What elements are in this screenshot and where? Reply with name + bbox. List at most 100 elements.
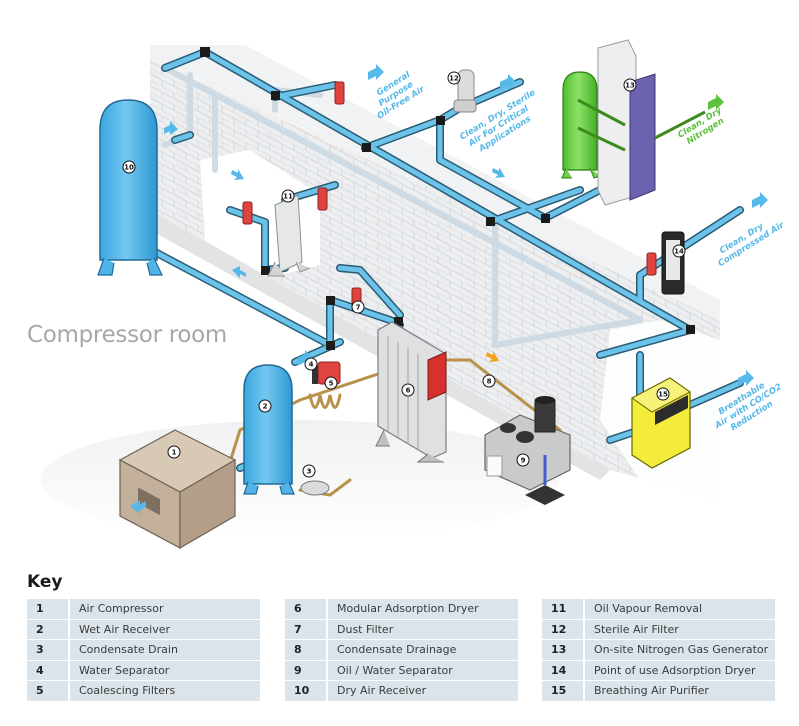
key-number: 1	[27, 599, 70, 619]
svg-text:15: 15	[658, 391, 668, 399]
wet-air-receiver	[243, 364, 295, 495]
air-compressor	[118, 429, 237, 550]
badge-2: 2	[258, 399, 272, 413]
compressed-air-system-diagram: General Purpose Oil-Free Air Clean, Dry,…	[40, 39, 787, 550]
key-title: Key	[27, 572, 63, 592]
svg-text:10: 10	[124, 164, 134, 172]
arrow-icon	[164, 121, 178, 135]
svg-text:3: 3	[307, 468, 312, 476]
svg-text:13: 13	[625, 82, 635, 90]
air-pipes	[151, 47, 744, 472]
svg-text:4: 4	[309, 361, 314, 369]
key-label: Oil Vapour Removal	[585, 599, 775, 619]
badge-1: 1	[167, 445, 181, 459]
arrow-icon	[492, 167, 505, 178]
arrow-icon	[368, 64, 384, 80]
nitrogen-generator	[561, 39, 706, 206]
key-label: Point of use Adsorption Dryer	[585, 660, 775, 680]
svg-text:5: 5	[329, 380, 334, 388]
key-label: Condensate Drainage	[328, 640, 518, 660]
key-label: Coalescing Filters	[70, 681, 260, 701]
badge-12: 12	[447, 71, 461, 85]
svg-text:14: 14	[674, 248, 684, 256]
key-label: Dry Air Receiver	[328, 681, 518, 701]
arrow-icon	[752, 192, 768, 208]
key-label: Water Separator	[70, 660, 260, 680]
badge-11: 11	[281, 189, 295, 203]
badge-7: 7	[351, 300, 365, 314]
badge-9: 9	[516, 453, 530, 467]
key-number: 11	[542, 599, 585, 619]
arrow-icon	[231, 169, 244, 180]
key-number: 6	[285, 599, 328, 619]
arrow-icon	[708, 94, 724, 110]
key-number: 3	[27, 640, 70, 660]
compressor-room-label: Compressor room	[27, 322, 228, 348]
badge-13: 13	[623, 78, 637, 92]
svg-text:8: 8	[487, 378, 492, 386]
arrow-icon	[486, 351, 499, 362]
point-of-use-dryer	[661, 231, 685, 295]
badge-4: 4	[304, 357, 318, 371]
key-label: Air Compressor	[70, 599, 260, 619]
key-number: 10	[285, 681, 328, 701]
badge-5: 5	[324, 376, 338, 390]
key-number: 13	[542, 640, 585, 660]
arrow-icon	[232, 266, 246, 278]
key-number: 8	[285, 640, 328, 660]
arrow-icon	[738, 370, 754, 386]
dry-air-receiver	[97, 99, 163, 276]
component-badges: 1 2 3 4 5 6 7 8 9 10 11 12 13 14 15	[122, 71, 686, 478]
condensate-drain-unit	[300, 480, 330, 496]
oil-water-separator	[484, 396, 571, 505]
svg-text:6: 6	[406, 387, 411, 395]
key-number: 9	[285, 660, 328, 680]
key-label: Condensate Drain	[70, 640, 260, 660]
key-label: Sterile Air Filter	[585, 619, 775, 639]
svg-text:11: 11	[283, 193, 293, 201]
badge-3: 3	[302, 464, 316, 478]
key-label: On-site Nitrogen Gas Generator	[585, 640, 775, 660]
badge-14: 14	[672, 244, 686, 258]
svg-text:2: 2	[263, 403, 268, 411]
badge-10: 10	[122, 160, 136, 174]
svg-text:9: 9	[521, 457, 526, 465]
key-number: 7	[285, 619, 328, 639]
key-label: Wet Air Receiver	[70, 619, 260, 639]
floor-shadow	[40, 420, 560, 540]
key-number: 4	[27, 660, 70, 680]
svg-text:7: 7	[356, 304, 361, 312]
key-label: Oil / Water Separator	[328, 660, 518, 680]
svg-text:1: 1	[172, 449, 177, 457]
badge-8: 8	[482, 374, 496, 388]
key-number: 5	[27, 681, 70, 701]
sterile-air-filter	[453, 69, 477, 113]
key-number: 15	[542, 681, 585, 701]
key-number: 12	[542, 619, 585, 639]
svg-text:12: 12	[449, 75, 459, 83]
badge-15: 15	[656, 387, 670, 401]
badge-6: 6	[401, 383, 415, 397]
key-number: 14	[542, 660, 585, 680]
key-label: Dust Filter	[328, 619, 518, 639]
key-number: 2	[27, 619, 70, 639]
flow-arrows	[164, 64, 768, 386]
